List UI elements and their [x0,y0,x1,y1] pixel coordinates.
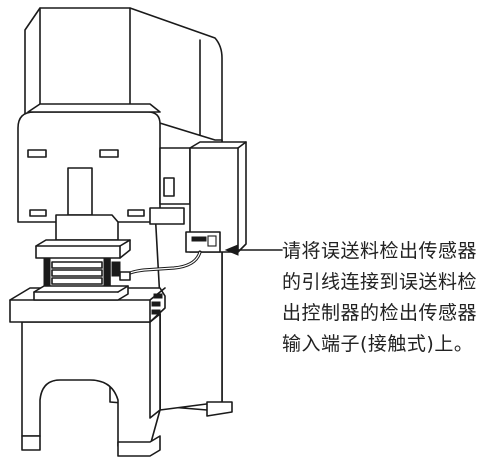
die-upper-plate [35,239,131,259]
head-slot-bottom-left [29,209,47,217]
die-layer [51,277,103,285]
die-lower-plate [33,285,129,301]
press-base-side [149,313,161,419]
misfeed-controller [185,231,221,253]
press-head-top [27,103,161,113]
callout-line-1: 请将误送料检出传感器 [282,240,478,262]
foot-back [206,401,233,417]
die-layer [51,261,103,269]
tslot [151,301,161,307]
die-layer [51,269,103,277]
ram-plate [55,214,119,241]
cabinet-edge [237,141,247,149]
foot-left [21,435,41,451]
die-edge [117,285,129,293]
head-slot-left [27,149,47,158]
callout-line-2: 的引线连接到误送料检 [282,271,478,293]
callout-line-3: 出控制器的检出传感器 [282,302,478,324]
instruction-callout: 请将误送料检出传感器 的引线连接到误送料检 出控制器的检出传感器 输入端子(接触… [282,236,494,360]
misfeed-sensor [111,261,121,277]
tslot [151,309,161,315]
foot-right [117,435,161,457]
side-panel-lower-box [149,207,185,225]
controller-display [191,236,207,242]
head-slot-right [99,149,119,158]
press-base-body [21,313,161,447]
controller-knob [207,235,217,247]
sensor-connector [119,271,131,281]
tslot [153,293,163,299]
die-edge [119,239,131,247]
side-panel-switch [163,177,175,197]
callout-line-4: 输入端子(接触式)上。 [282,333,474,355]
ram [67,167,93,216]
head-slot-bottom-right [127,209,145,217]
callout-arrowhead [224,244,239,256]
